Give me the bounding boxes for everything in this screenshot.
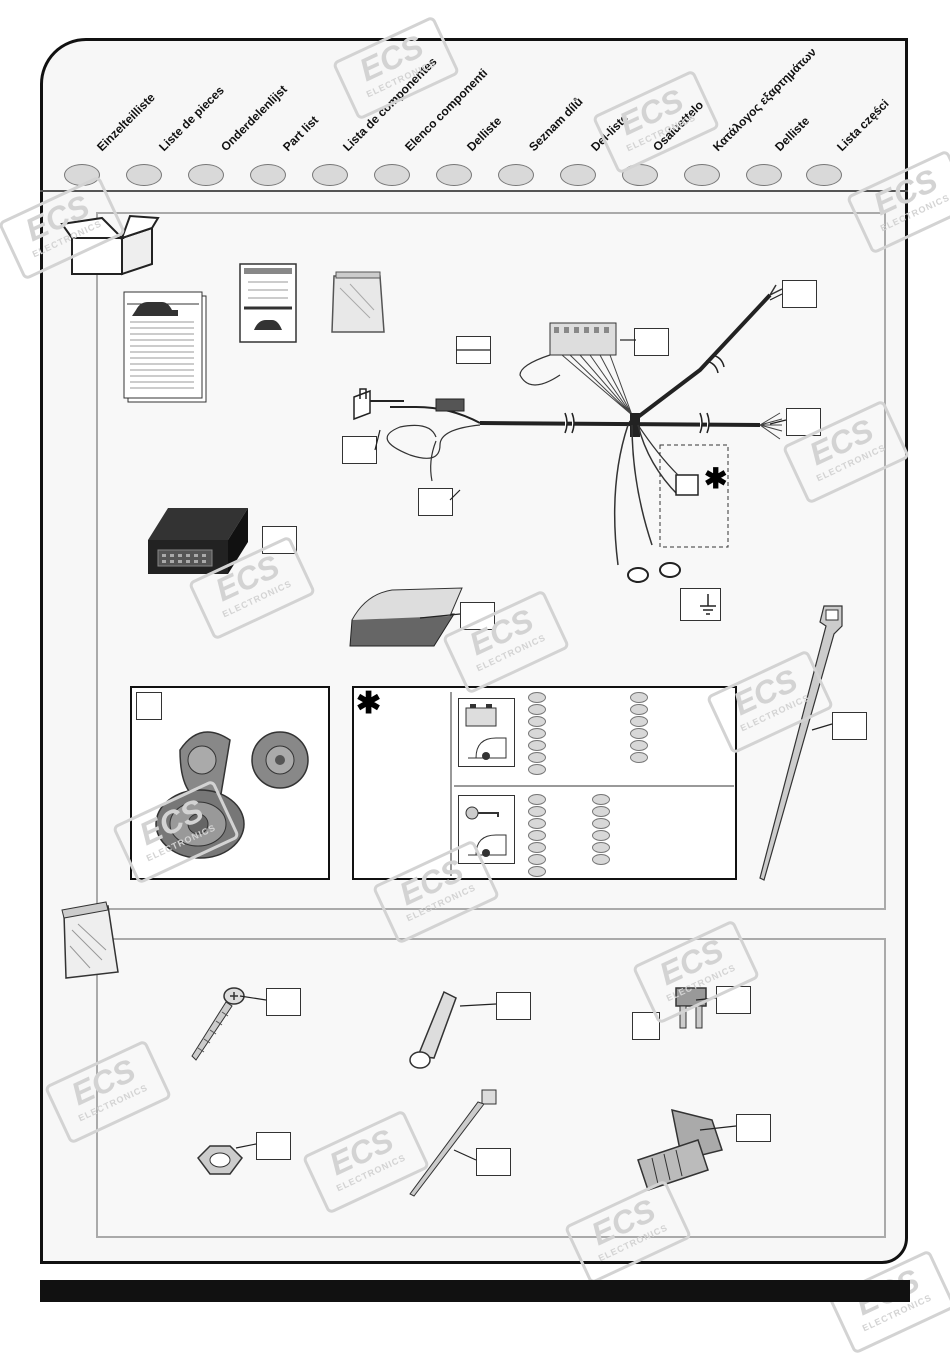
part-number-box (256, 1132, 291, 1160)
legend-checkbox[interactable] (592, 806, 610, 817)
legend-checkbox[interactable] (630, 704, 648, 715)
legend-checkbox[interactable] (630, 752, 648, 763)
legend-checkbox[interactable] (592, 794, 610, 805)
part-number-box (262, 526, 297, 554)
lang-checkbox[interactable] (806, 164, 842, 186)
lang-checkbox[interactable] (374, 164, 410, 186)
cable-tie-icon (759, 605, 843, 881)
part-number-box (460, 602, 495, 630)
lang-checkbox[interactable] (126, 164, 162, 186)
bag-icon (331, 271, 385, 333)
footer-bar (40, 1280, 910, 1302)
part-number-box (832, 712, 867, 740)
lang-checkbox[interactable] (188, 164, 224, 186)
lang-checkbox[interactable] (560, 164, 596, 186)
optional-asterisk: ✱ (704, 463, 728, 494)
part-number-box (632, 1012, 660, 1040)
legend-asterisk: ✱ (356, 687, 382, 720)
lang-checkbox[interactable] (64, 164, 100, 186)
part-number-box (782, 280, 817, 308)
bag-icon (61, 901, 119, 979)
small-cable-tie-icon (409, 1089, 497, 1197)
adhesive-pad-icon (349, 587, 463, 647)
legend-checkbox[interactable] (630, 692, 648, 703)
battery-icon (458, 698, 515, 767)
lang-checkbox[interactable] (622, 164, 658, 186)
box-icon (60, 214, 160, 276)
legend-checkbox[interactable] (630, 716, 648, 727)
legend-checkbox[interactable] (528, 842, 546, 853)
legend-checkbox[interactable] (528, 854, 546, 865)
lang-checkbox[interactable] (436, 164, 472, 186)
legend-checkbox[interactable] (630, 728, 648, 739)
trailer-socket-icon (155, 731, 309, 859)
part-number-box (716, 986, 751, 1014)
part-number-box (786, 408, 821, 436)
key-icon (458, 795, 515, 864)
legend-checkbox[interactable] (528, 692, 546, 703)
legend-checkbox[interactable] (528, 806, 546, 817)
lang-checkbox[interactable] (498, 164, 534, 186)
legend-checkbox[interactable] (528, 764, 546, 775)
legend-checkbox[interactable] (592, 818, 610, 829)
instruction-leaflet-icon (123, 291, 207, 403)
legend-checkbox[interactable] (528, 728, 546, 739)
control-module-icon (148, 508, 248, 574)
part-number-box (476, 1148, 511, 1176)
legend-checkbox[interactable] (528, 752, 546, 763)
legend-checkbox[interactable] (528, 830, 546, 841)
legend-checkbox[interactable] (528, 716, 546, 727)
legend-checkbox[interactable] (630, 740, 648, 751)
butt-connector-icon (409, 990, 457, 1069)
legend-checkbox[interactable] (528, 794, 546, 805)
legend-checkbox[interactable] (528, 704, 546, 715)
legend-checkbox[interactable] (592, 854, 610, 865)
header-divider (40, 190, 908, 192)
lang-checkbox[interactable] (684, 164, 720, 186)
part-number-box (266, 988, 301, 1016)
ground-icon (680, 588, 721, 621)
part-number-box (342, 436, 377, 464)
wiring-harness-icon (353, 284, 783, 583)
part-number-box (634, 328, 669, 356)
lang-checkbox[interactable] (746, 164, 782, 186)
screw-icon (191, 987, 245, 1061)
part-number-box (736, 1114, 771, 1142)
splice-connector-icon (637, 1108, 723, 1191)
small-parts-panel (96, 938, 886, 1238)
lang-checkbox[interactable] (250, 164, 286, 186)
legend-checkbox[interactable] (592, 842, 610, 853)
part-number-box (136, 692, 162, 720)
legend-dividers (450, 692, 734, 876)
legend-checkbox[interactable] (592, 830, 610, 841)
legend-checkbox[interactable] (528, 818, 546, 829)
nut-icon (197, 1145, 243, 1175)
part-number-box (418, 488, 453, 516)
lang-checkbox[interactable] (312, 164, 348, 186)
part-number-box (496, 992, 531, 1020)
fuse-icon (675, 987, 707, 1029)
legend-checkbox[interactable] (528, 866, 546, 877)
installation-sheet-icon (239, 263, 297, 343)
legend-checkbox[interactable] (528, 740, 546, 751)
